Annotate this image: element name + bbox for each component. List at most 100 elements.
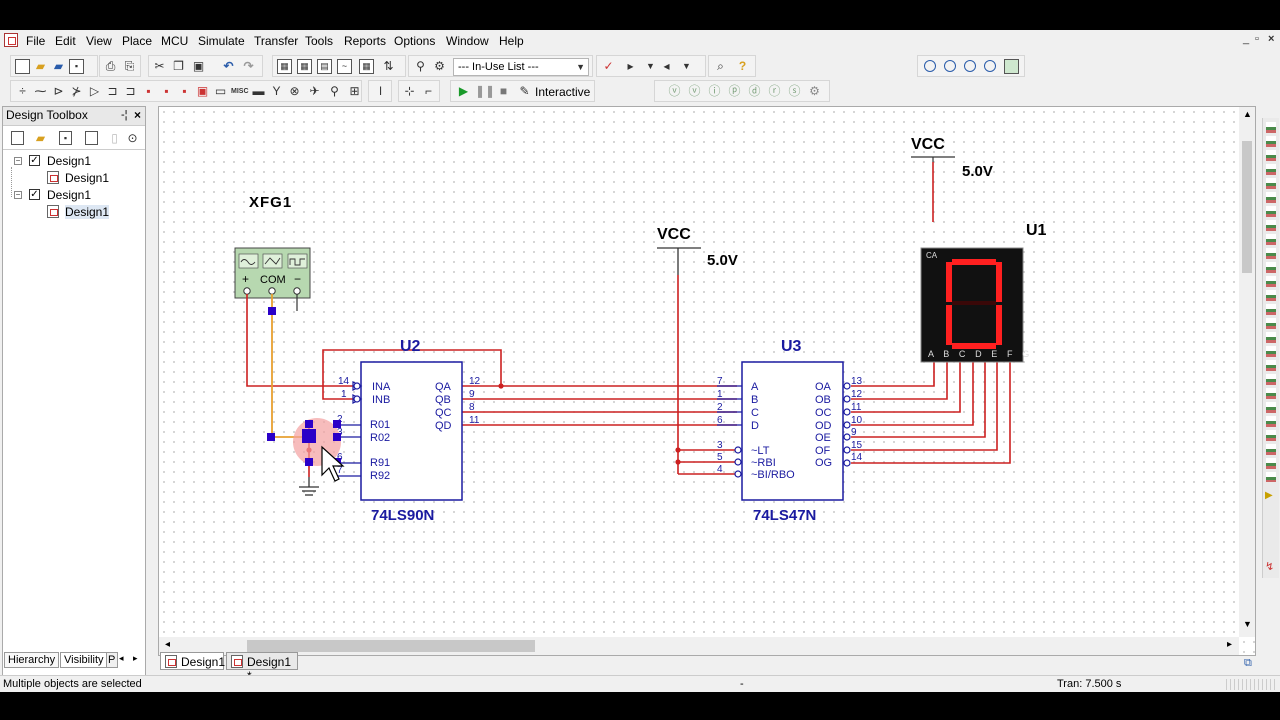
probe-settings-icon[interactable]: ⓢ: [788, 84, 801, 98]
menu-help[interactable]: Help: [499, 34, 524, 48]
tab-design1[interactable]: Design1: [160, 652, 225, 670]
print-icon[interactable]: ⎙: [105, 59, 116, 73]
save-icon[interactable]: ▪: [69, 59, 84, 74]
transistor-icon[interactable]: ⊁: [71, 84, 82, 98]
schematic-canvas[interactable]: XFG1 + COM −: [158, 106, 1256, 656]
connector-icon[interactable]: ⊗: [289, 84, 300, 98]
paste-icon[interactable]: ▣: [192, 59, 205, 73]
zoom-out-icon[interactable]: [944, 60, 956, 72]
misc-icon[interactable]: ▭: [214, 84, 227, 98]
chevron-right-icon[interactable]: ▸: [133, 653, 138, 663]
save-icon[interactable]: ▪: [59, 131, 72, 145]
menu-file[interactable]: File: [26, 34, 46, 48]
sheet-nav-icon[interactable]: ⧉: [1244, 657, 1252, 669]
chevron-down-icon[interactable]: ▼: [646, 61, 655, 71]
tab-visibility[interactable]: Visibility: [60, 652, 108, 668]
collapse-icon[interactable]: −: [14, 156, 22, 165]
indicator-icon[interactable]: ▣: [196, 84, 209, 98]
erc-check-icon[interactable]: ✓: [603, 59, 614, 73]
menu-tools[interactable]: Tools: [305, 34, 334, 48]
menu-view[interactable]: View: [86, 34, 112, 48]
open-folder-icon[interactable]: ▰: [35, 59, 46, 73]
source-icon[interactable]: ÷: [19, 84, 26, 98]
probe-voltage-icon[interactable]: ⓥ: [668, 84, 681, 98]
pin-icon[interactable]: -¦: [121, 109, 128, 121]
vertical-scroll-thumb[interactable]: [1242, 141, 1252, 273]
open-sample-icon[interactable]: ▰: [53, 59, 64, 73]
delete-icon[interactable]: ▯: [111, 131, 118, 145]
probe-reference-icon[interactable]: ⓡ: [768, 84, 781, 98]
checkbox-design1[interactable]: ✓: [29, 155, 40, 166]
tree-item-design1[interactable]: Design1: [47, 188, 92, 202]
toggle-fullscreen-icon[interactable]: ▦: [277, 59, 292, 74]
database-manager-icon[interactable]: ⚙: [434, 59, 445, 73]
new-icon[interactable]: [15, 59, 30, 74]
tree-item-design1-sheet[interactable]: Design1: [65, 171, 110, 185]
probe-icon[interactable]: ↯: [1265, 561, 1275, 573]
help-icon[interactable]: ?: [738, 59, 747, 73]
scroll-down-icon[interactable]: ▼: [1243, 619, 1252, 629]
grapher-icon[interactable]: ~: [337, 59, 352, 74]
horizontal-scroll-thumb[interactable]: [247, 640, 535, 652]
chevron-left-icon[interactable]: ◂: [119, 653, 124, 663]
copy-icon[interactable]: ❐: [173, 59, 184, 73]
tree-item-design1[interactable]: Design1: [47, 154, 92, 168]
cut-icon[interactable]: ✂: [154, 59, 165, 73]
ladder-icon[interactable]: ⚲: [330, 84, 339, 98]
menu-options[interactable]: Options: [394, 34, 436, 48]
hierarchical-block-icon[interactable]: ⊞: [349, 84, 360, 98]
new-subcircuit-icon[interactable]: [85, 131, 98, 145]
diode-icon[interactable]: ⊳: [53, 84, 64, 98]
probe-digital-icon[interactable]: ⓓ: [748, 84, 761, 98]
misc-digital-icon[interactable]: ▪: [146, 84, 151, 98]
redo-icon[interactable]: ↷: [243, 59, 254, 73]
inuse-list-dropdown[interactable]: --- In-Use List --- ▼: [453, 58, 589, 76]
close-icon[interactable]: ×: [1268, 33, 1275, 45]
tree-item-design1-sheet-selected[interactable]: Design1: [65, 205, 110, 219]
undo-icon[interactable]: ↶: [223, 59, 234, 73]
scroll-right-icon[interactable]: ▸: [1227, 639, 1233, 650]
scroll-left-icon[interactable]: ◂: [165, 639, 171, 650]
instrument-more-icon[interactable]: ▶: [1265, 490, 1273, 501]
interactive-button[interactable]: Interactive: [535, 85, 591, 99]
tab-design1-modified[interactable]: Design1 *: [226, 652, 298, 683]
zoom-sheet-icon[interactable]: [984, 60, 996, 72]
ttl-icon[interactable]: ⊐: [107, 84, 118, 98]
place-junction-icon[interactable]: ⊹: [404, 84, 415, 98]
stop-icon[interactable]: ■: [499, 84, 508, 98]
electromechanical-icon[interactable]: Y: [272, 84, 281, 98]
power-component-icon[interactable]: ▪: [182, 84, 187, 98]
instrument-icons[interactable]: [1266, 122, 1276, 482]
database-icon[interactable]: ▤: [317, 59, 332, 74]
mixed-icon[interactable]: ▪: [164, 84, 169, 98]
menu-window[interactable]: Window: [446, 34, 489, 48]
function-generator-xfg1[interactable]: + COM −: [234, 247, 311, 299]
cmos-icon[interactable]: ⊐: [125, 84, 136, 98]
menu-reports[interactable]: Reports: [344, 34, 387, 48]
menu-place[interactable]: Place: [122, 34, 153, 48]
probe-vdiff-icon[interactable]: ⓥ: [688, 84, 701, 98]
visibility-icon[interactable]: ⊙: [127, 131, 138, 145]
ic-u2-body[interactable]: [360, 361, 463, 501]
scroll-up-icon[interactable]: ▲: [1243, 109, 1252, 119]
erc-icon[interactable]: ⇅: [383, 59, 394, 73]
component-wizard-icon[interactable]: ⚲: [416, 59, 425, 73]
run-icon[interactable]: ▶: [458, 84, 469, 98]
menu-mcu[interactable]: MCU: [161, 34, 189, 48]
chevron-down-icon[interactable]: ▼: [682, 61, 691, 71]
postprocessor-icon[interactable]: ▦: [359, 59, 374, 74]
forward-annotate-icon[interactable]: ▸: [627, 59, 634, 73]
close-icon[interactable]: ×: [134, 108, 142, 122]
menu-transfer[interactable]: Transfer: [254, 34, 299, 48]
zoom-area-icon[interactable]: [964, 60, 976, 72]
tab-hierarchy[interactable]: Hierarchy: [4, 652, 60, 668]
zoom-in-icon[interactable]: [924, 60, 936, 72]
seven-segment-display-u1[interactable]: CA A B C D E F G: [920, 247, 1033, 363]
resize-grip-icon[interactable]: [1226, 679, 1276, 690]
restore-icon[interactable]: ▫: [1255, 33, 1259, 45]
print-preview-icon[interactable]: ⎘: [124, 59, 135, 73]
open-folder-icon[interactable]: ▰: [35, 131, 46, 145]
horizontal-scrollbar[interactable]: ◂ ▸: [159, 637, 1239, 655]
vertical-scrollbar[interactable]: ▲ ▼: [1239, 107, 1255, 637]
back-annotate-icon[interactable]: ◂: [663, 59, 670, 73]
